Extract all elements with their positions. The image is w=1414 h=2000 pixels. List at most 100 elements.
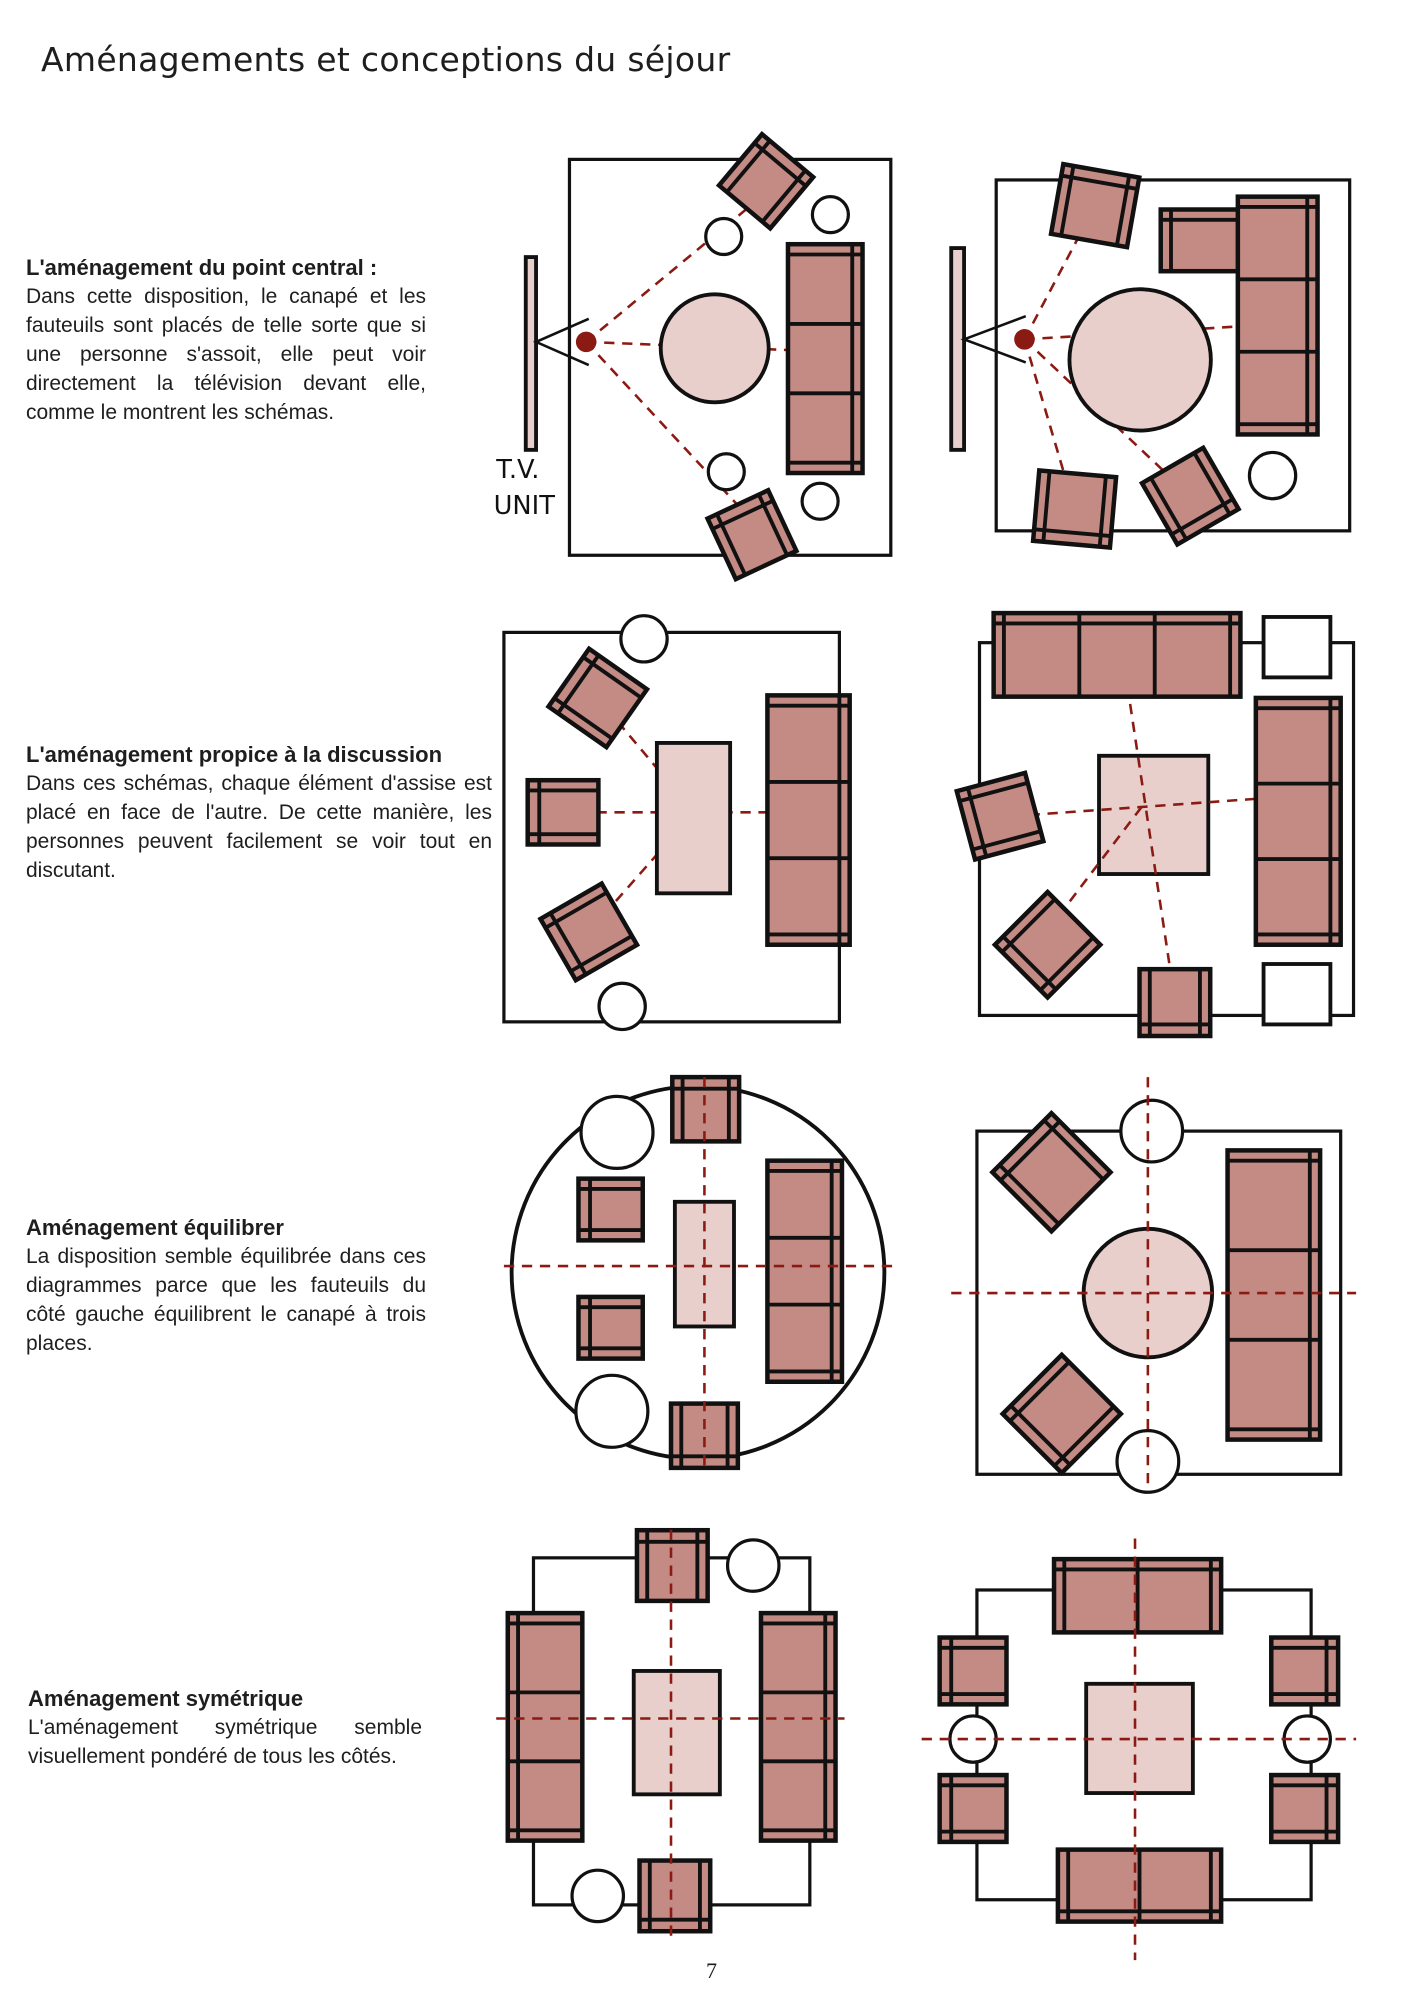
armchair-body xyxy=(991,888,1104,1001)
armchair-body xyxy=(525,777,601,847)
side-table xyxy=(1247,450,1298,501)
armchair-body xyxy=(545,645,651,751)
armchair-line xyxy=(711,499,774,531)
tv-unit-label-2: UNIT xyxy=(494,491,556,521)
tv-view-angle xyxy=(960,314,1027,364)
armchair-line xyxy=(753,141,808,188)
armchair xyxy=(1269,1635,1341,1707)
armchair-line xyxy=(1009,1404,1072,1467)
armchair-body xyxy=(537,880,641,984)
side-table xyxy=(800,481,840,521)
sightline xyxy=(1050,806,1143,927)
armchair xyxy=(576,1176,645,1243)
section-body: La disposition semble équilibrée dans ce… xyxy=(26,1245,426,1355)
armchair-line xyxy=(1001,935,1058,991)
sofa xyxy=(1051,1556,1224,1635)
sofa xyxy=(765,1158,845,1384)
armchair xyxy=(715,130,817,232)
section-discussion: L'aménagement propice à la discussion Da… xyxy=(26,740,492,885)
armchair-body xyxy=(937,1635,1009,1707)
armchair-body xyxy=(999,1351,1125,1477)
armchair xyxy=(670,1074,742,1144)
sofa xyxy=(1253,695,1343,947)
armchair-body xyxy=(937,1772,1009,1845)
side-table xyxy=(725,1538,781,1593)
side-table xyxy=(1261,615,1333,680)
side-table xyxy=(810,195,850,235)
sofa xyxy=(505,1610,585,1843)
side-table xyxy=(1119,1098,1185,1164)
page-number: 7 xyxy=(706,1958,717,1983)
round-coffee-table xyxy=(658,292,771,405)
sofa xyxy=(765,693,852,947)
armchair-line xyxy=(1053,1405,1115,1468)
armchair xyxy=(991,888,1104,1001)
sofa xyxy=(758,1610,838,1843)
section-symmetric: Aménagement symétrique L'aménagement sym… xyxy=(28,1684,422,1771)
section-body: Dans ces schémas, chaque élément d'assis… xyxy=(26,772,492,882)
armchair-line xyxy=(998,1163,1061,1226)
armchair xyxy=(704,487,800,583)
armchair-body xyxy=(1269,1635,1341,1707)
sofa xyxy=(1235,194,1320,437)
sofa xyxy=(1055,1847,1224,1924)
section-balanced: Aménagement équilibrer La disposition se… xyxy=(26,1213,426,1358)
sofa-body xyxy=(758,1610,838,1843)
armchair xyxy=(525,777,601,847)
tv-unit xyxy=(949,246,966,452)
sofa-body xyxy=(991,610,1243,699)
armchair-body xyxy=(954,770,1047,863)
armchair-line xyxy=(999,1119,1062,1182)
section-body: Dans cette disposition, le canapé et les… xyxy=(26,285,426,424)
viewer-point xyxy=(1014,329,1035,350)
armchair-body xyxy=(989,1109,1114,1235)
armchair-line xyxy=(1042,1119,1105,1181)
armchair xyxy=(937,1635,1009,1707)
armchair-line xyxy=(1008,1360,1071,1423)
section-body: L'aménagement symétrique semble visuelle… xyxy=(28,1716,422,1768)
armchair xyxy=(954,770,1047,863)
sofa xyxy=(991,610,1243,699)
armchair-line xyxy=(1060,173,1138,191)
diagrams-group xyxy=(496,130,1357,1961)
tv-unit xyxy=(523,255,538,452)
armchair xyxy=(1269,1772,1341,1845)
armchair-body xyxy=(576,1294,645,1361)
sightline xyxy=(585,191,767,343)
sofa-body xyxy=(1235,194,1320,437)
sofa-body xyxy=(1225,1148,1323,1442)
armchair xyxy=(1138,444,1242,548)
sightline xyxy=(1011,795,1283,818)
side-table xyxy=(706,452,746,492)
armchair xyxy=(1137,966,1213,1039)
armchair xyxy=(1048,161,1142,250)
section-heading: L'aménagement propice à la discussion xyxy=(26,742,443,767)
armchair-body xyxy=(1269,1772,1341,1845)
sofa xyxy=(1225,1148,1323,1442)
armchair-body xyxy=(715,130,817,232)
side-table xyxy=(570,1868,626,1924)
armchair-line xyxy=(1033,527,1112,538)
armchair xyxy=(537,880,641,984)
armchair xyxy=(989,1109,1114,1235)
sofa-body xyxy=(1253,695,1343,947)
sofa-body xyxy=(785,241,865,476)
sofa-body xyxy=(765,693,852,947)
armchair-body xyxy=(1030,467,1119,551)
side-table xyxy=(574,1373,650,1449)
armchair-body xyxy=(576,1176,645,1243)
sofa xyxy=(785,241,865,476)
round-coffee-table xyxy=(1067,287,1213,433)
side-table xyxy=(948,1714,998,1764)
tv-unit-label-1: T.V. xyxy=(495,455,539,485)
section-heading: Aménagement symétrique xyxy=(28,1686,304,1711)
section-central-point: L'aménagement du point central : Dans ce… xyxy=(26,253,426,427)
side-table xyxy=(704,216,744,257)
armchair-line xyxy=(966,787,989,857)
section-heading: Aménagement équilibrer xyxy=(26,1215,284,1240)
coffee-table xyxy=(1097,753,1211,876)
armchair xyxy=(637,1858,713,1934)
page-title: Aménagements et conceptions du séjour xyxy=(41,40,731,79)
